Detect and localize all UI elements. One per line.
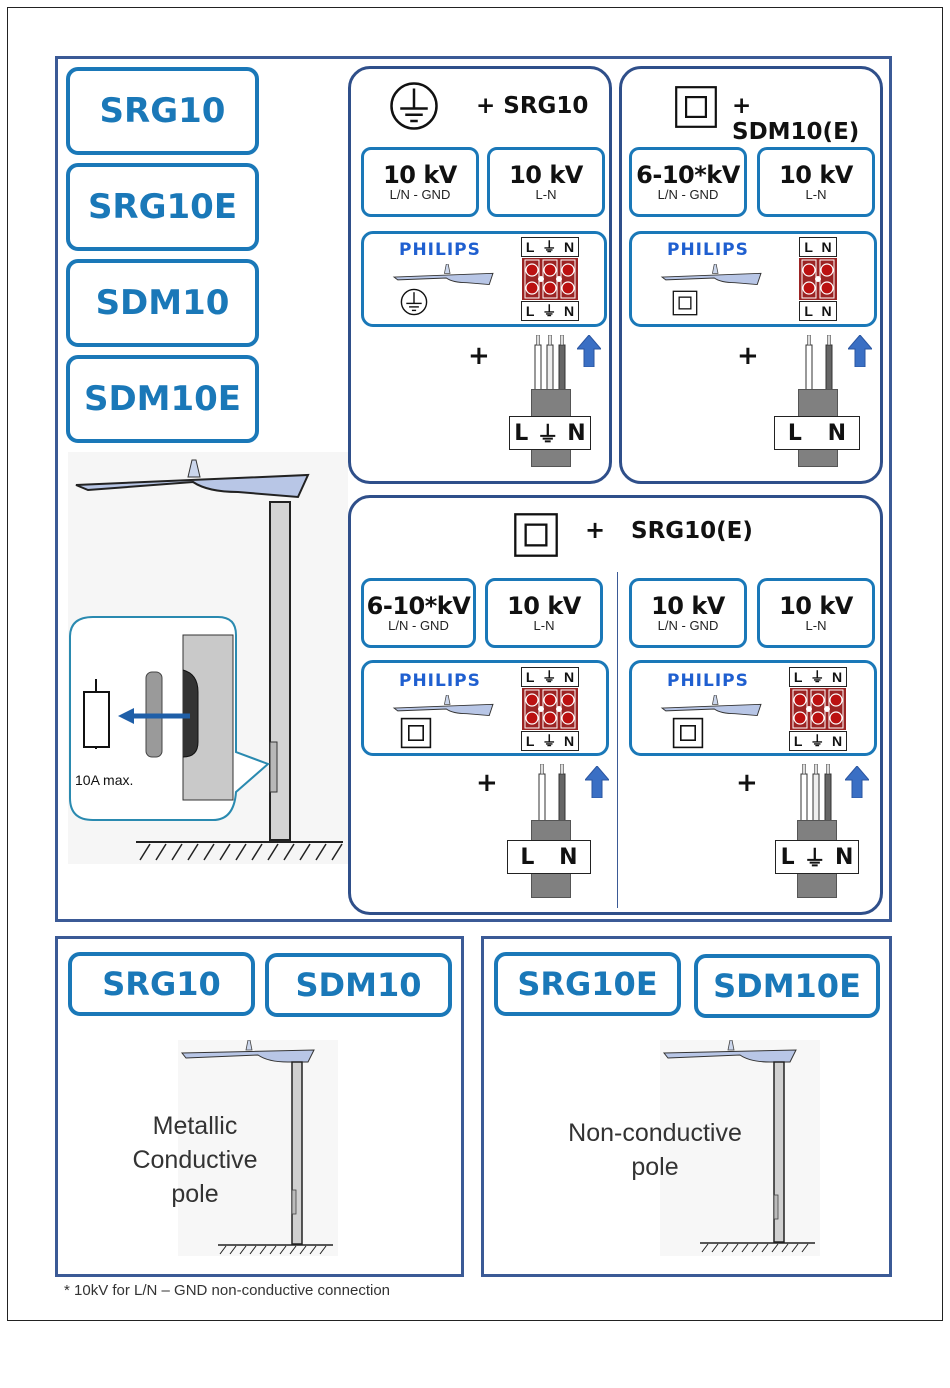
fuse-inset: [69, 616, 270, 821]
double-insulation-icon: [672, 290, 698, 316]
arrow-up-icon: [585, 766, 609, 798]
luminaire-icon: [654, 264, 769, 292]
double-insulation-icon: [398, 717, 434, 749]
cable-3-wire-icon: [534, 335, 566, 405]
bottom-right-frame: [481, 936, 892, 1277]
fuse-icon: [83, 679, 110, 749]
philips-logo: PHILIPS: [667, 671, 749, 691]
luminaire-box: PHILIPS L⏚N L⏚N: [361, 231, 607, 327]
earth-ground-icon: [400, 288, 428, 316]
philips-logo: PHILIPS: [667, 240, 749, 260]
terminal-block-icon: [790, 688, 846, 730]
plus-sign: +: [585, 516, 606, 544]
terminal-block-icon: [522, 688, 578, 730]
pole-door: [269, 741, 278, 793]
panel-header-model: + SDM10(E): [732, 93, 860, 145]
model-tag-srg10e: SRG10E: [66, 163, 259, 251]
model-tag-srg10: SRG10: [66, 67, 259, 155]
double-insulation-icon: [670, 717, 706, 749]
model-tag-srg10e: SRG10E: [494, 952, 681, 1016]
terminal-block-icon: [522, 258, 578, 300]
footnote: * 10kV for L/N – GND non-conductive conn…: [64, 1282, 391, 1299]
plus-sign: +: [736, 768, 758, 798]
plus-sign: +: [737, 341, 759, 371]
terminal-label-top: L⏚N: [521, 667, 579, 687]
top-section-frame: [55, 56, 892, 922]
terminal-block-icon: [799, 258, 837, 300]
arrow-left-icon: [118, 708, 190, 724]
philips-logo: PHILIPS: [399, 671, 481, 691]
arrow-up-icon: [577, 335, 601, 367]
bottom-left-frame: [55, 936, 464, 1277]
plug-label: L⏚N: [509, 416, 591, 450]
pole-fuse-illustration: [68, 452, 348, 864]
metallic-pole-illustration: [178, 1040, 338, 1256]
panel-header-model: + SRG10: [476, 93, 589, 119]
terminal-label-top: L⏚N: [789, 667, 847, 687]
earth-ground-icon: [389, 81, 439, 131]
cable-2-wire-icon: [538, 764, 566, 834]
double-insulation-icon: [672, 85, 720, 129]
arrow-up-icon: [848, 335, 872, 367]
philips-logo: PHILIPS: [399, 240, 481, 260]
panel-divider: [617, 572, 618, 908]
plug-label: L⏚N: [775, 840, 859, 874]
model-tag-sdm10: SDM10: [265, 953, 452, 1017]
luminaire-icon: [75, 459, 310, 499]
model-tag-sdm10e: SDM10E: [694, 954, 880, 1018]
arrow-up-icon: [845, 766, 869, 798]
plus-sign: +: [476, 768, 498, 798]
model-tag-sdm10e: SDM10E: [66, 355, 259, 443]
terminal-label-bottom: L⏚N: [521, 731, 579, 751]
terminal-label-bottom: L⏚N: [789, 731, 847, 751]
cable-3-wire-icon: [800, 764, 832, 834]
ground-hatch-icon: [136, 841, 343, 861]
luminaire-box: PHILIPS L⏚N L⏚N: [361, 660, 609, 756]
fuse-rating-label: 10A max.: [75, 772, 134, 788]
page-frame: [7, 7, 943, 1321]
nonconductive-pole-illustration: [660, 1040, 820, 1256]
plus-sign: +: [468, 341, 490, 371]
panel-header-model: SRG10(E): [631, 518, 753, 544]
double-insulation-icon: [511, 512, 561, 558]
model-tag-srg10: SRG10: [68, 952, 255, 1016]
luminaire-box: PHILIPS L⏚N L⏚N: [629, 660, 877, 756]
terminal-label-top: L⏚N: [521, 237, 579, 257]
model-tag-sdm10: SDM10: [66, 259, 259, 347]
terminal-label-bottom: L⏚N: [521, 301, 579, 321]
cable-2-wire-icon: [805, 335, 833, 405]
